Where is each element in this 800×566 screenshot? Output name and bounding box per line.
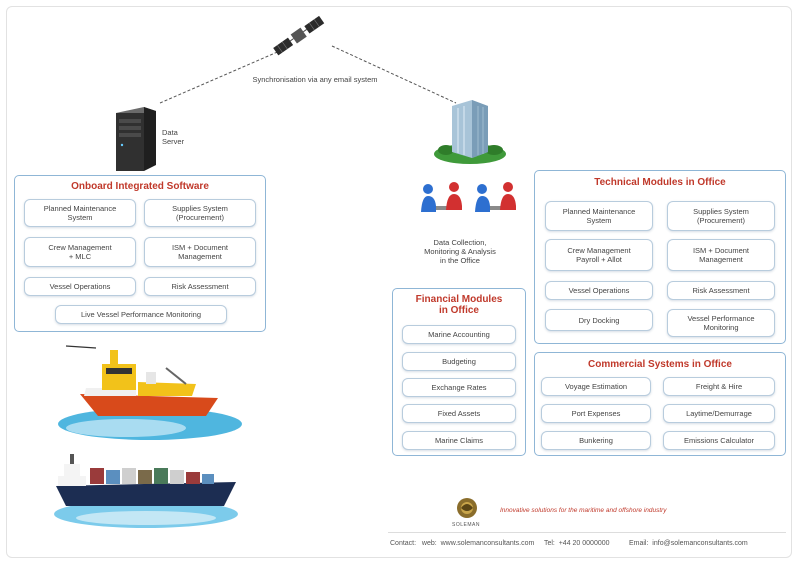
technical-module-risk-assessment: Risk Assessment bbox=[667, 281, 775, 300]
commercial-module-laytime: Laytime/Demurrage bbox=[663, 404, 775, 423]
financial-module-marine-accounting: Marine Accounting bbox=[402, 325, 516, 344]
onboard-module-risk-assessment: Risk Assessment bbox=[144, 277, 256, 296]
commercial-module-bunkering: Bunkering bbox=[541, 431, 651, 450]
financial-module-exchange-rates: Exchange Rates bbox=[402, 378, 516, 397]
onboard-panel-title: Onboard Integrated Software bbox=[71, 181, 209, 192]
company-logo-icon bbox=[457, 498, 477, 518]
onboard-software-panel: Onboard Integrated Software Planned Main… bbox=[14, 175, 266, 332]
onboard-module-vessel-operations: Vessel Operations bbox=[24, 277, 136, 296]
server-satellite-link bbox=[159, 49, 283, 104]
footer-divider bbox=[388, 532, 786, 533]
technical-module-planned-maintenance: Planned Maintenance System bbox=[545, 201, 653, 231]
onboard-module-planned-maintenance: Planned Maintenance System bbox=[24, 199, 136, 227]
container-ship-image bbox=[54, 454, 238, 528]
sync-label: Synchronisation via any email system bbox=[252, 75, 378, 84]
commercial-module-port-expenses: Port Expenses bbox=[541, 404, 651, 423]
financial-module-marine-claims: Marine Claims bbox=[402, 431, 516, 450]
company-tagline: Innovative solutions for the maritime an… bbox=[500, 507, 667, 514]
satellite-icon bbox=[273, 15, 325, 56]
onboard-module-crew: Crew Management + MLC bbox=[24, 237, 136, 267]
commercial-systems-panel: Commercial Systems in Office Voyage Esti… bbox=[534, 352, 786, 456]
technical-module-ism: ISM + Document Management bbox=[667, 239, 775, 271]
commercial-module-freight-hire: Freight & Hire bbox=[663, 377, 775, 396]
onboard-module-supplies: Supplies System (Procurement) bbox=[144, 199, 256, 227]
technical-module-supplies: Supplies System (Procurement) bbox=[667, 201, 775, 231]
onboard-module-performance-monitoring: Live Vessel Performance Monitoring bbox=[55, 305, 227, 324]
offshore-vessel-image bbox=[58, 345, 242, 440]
server-label: Data Server bbox=[162, 128, 185, 146]
financial-module-fixed-assets: Fixed Assets bbox=[402, 404, 516, 423]
technical-modules-panel: Technical Modules in Office Planned Main… bbox=[534, 170, 786, 344]
office-building-icon bbox=[434, 100, 506, 164]
contact-line: Contact: web: www.solemanconsultants.com… bbox=[390, 540, 748, 547]
diagram-frame bbox=[6, 6, 792, 558]
technical-panel-title: Technical Modules in Office bbox=[594, 177, 726, 188]
server-icon bbox=[116, 107, 156, 171]
commercial-module-voyage-estimation: Voyage Estimation bbox=[541, 377, 651, 396]
technical-module-performance-monitoring: Vessel Performance Monitoring bbox=[667, 309, 775, 337]
technical-module-dry-docking: Dry Docking bbox=[545, 309, 653, 331]
commercial-panel-title: Commercial Systems in Office bbox=[588, 359, 732, 370]
financial-modules-panel: Financial Modules in Office Marine Accou… bbox=[392, 288, 526, 456]
commercial-module-emissions: Emissions Calculator bbox=[663, 431, 775, 450]
office-team-icon bbox=[421, 182, 516, 212]
technical-module-crew: Crew Management Payroll + Allot bbox=[545, 239, 653, 271]
financial-module-budgeting: Budgeting bbox=[402, 352, 516, 371]
financial-panel-title: Financial Modules in Office bbox=[415, 294, 503, 316]
onboard-module-ism: ISM + Document Management bbox=[144, 237, 256, 267]
technical-module-vessel-operations: Vessel Operations bbox=[545, 281, 653, 300]
office-caption: Data Collection, Monitoring & Analysis i… bbox=[424, 238, 496, 265]
satellite-office-link bbox=[331, 45, 457, 104]
company-logo-text: SOLEMAN bbox=[452, 522, 480, 528]
